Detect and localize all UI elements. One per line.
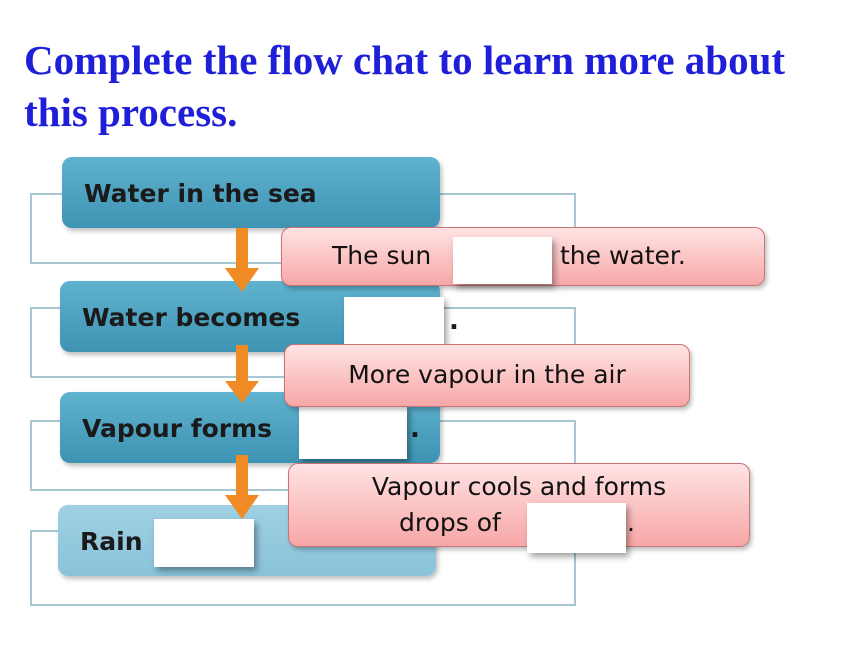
answer-blank[interactable] bbox=[527, 503, 626, 553]
step-water-in-sea: Water in the sea bbox=[62, 157, 440, 228]
callout-text: the water. bbox=[560, 241, 686, 270]
down-arrow-icon bbox=[225, 345, 259, 403]
step-label: Vapour forms bbox=[82, 414, 273, 443]
answer-blank[interactable] bbox=[299, 405, 407, 459]
down-arrow-icon bbox=[225, 228, 259, 292]
answer-blank[interactable] bbox=[344, 297, 444, 351]
callout-text: The sun bbox=[332, 241, 432, 270]
callout-vapour-cools: Vapour cools and forms drops of . bbox=[288, 463, 750, 547]
step-label: Water in the sea bbox=[84, 179, 317, 208]
callout-text: . bbox=[627, 508, 635, 537]
down-arrow-icon bbox=[225, 455, 259, 519]
callout-text: drops of bbox=[399, 508, 501, 537]
step-label: Rain bbox=[80, 527, 143, 556]
step-label: Water becomes bbox=[82, 303, 301, 332]
callout-text: More vapour in the air bbox=[348, 360, 626, 389]
period-mark: . bbox=[449, 306, 459, 336]
page-title: Complete the flow chat to learn more abo… bbox=[24, 37, 786, 135]
period-mark: . bbox=[410, 414, 420, 444]
answer-blank[interactable] bbox=[453, 237, 552, 284]
callout-more-vapour: More vapour in the air bbox=[284, 344, 690, 407]
answer-blank[interactable] bbox=[154, 519, 254, 567]
callout-text: Vapour cools and forms bbox=[371, 472, 667, 501]
